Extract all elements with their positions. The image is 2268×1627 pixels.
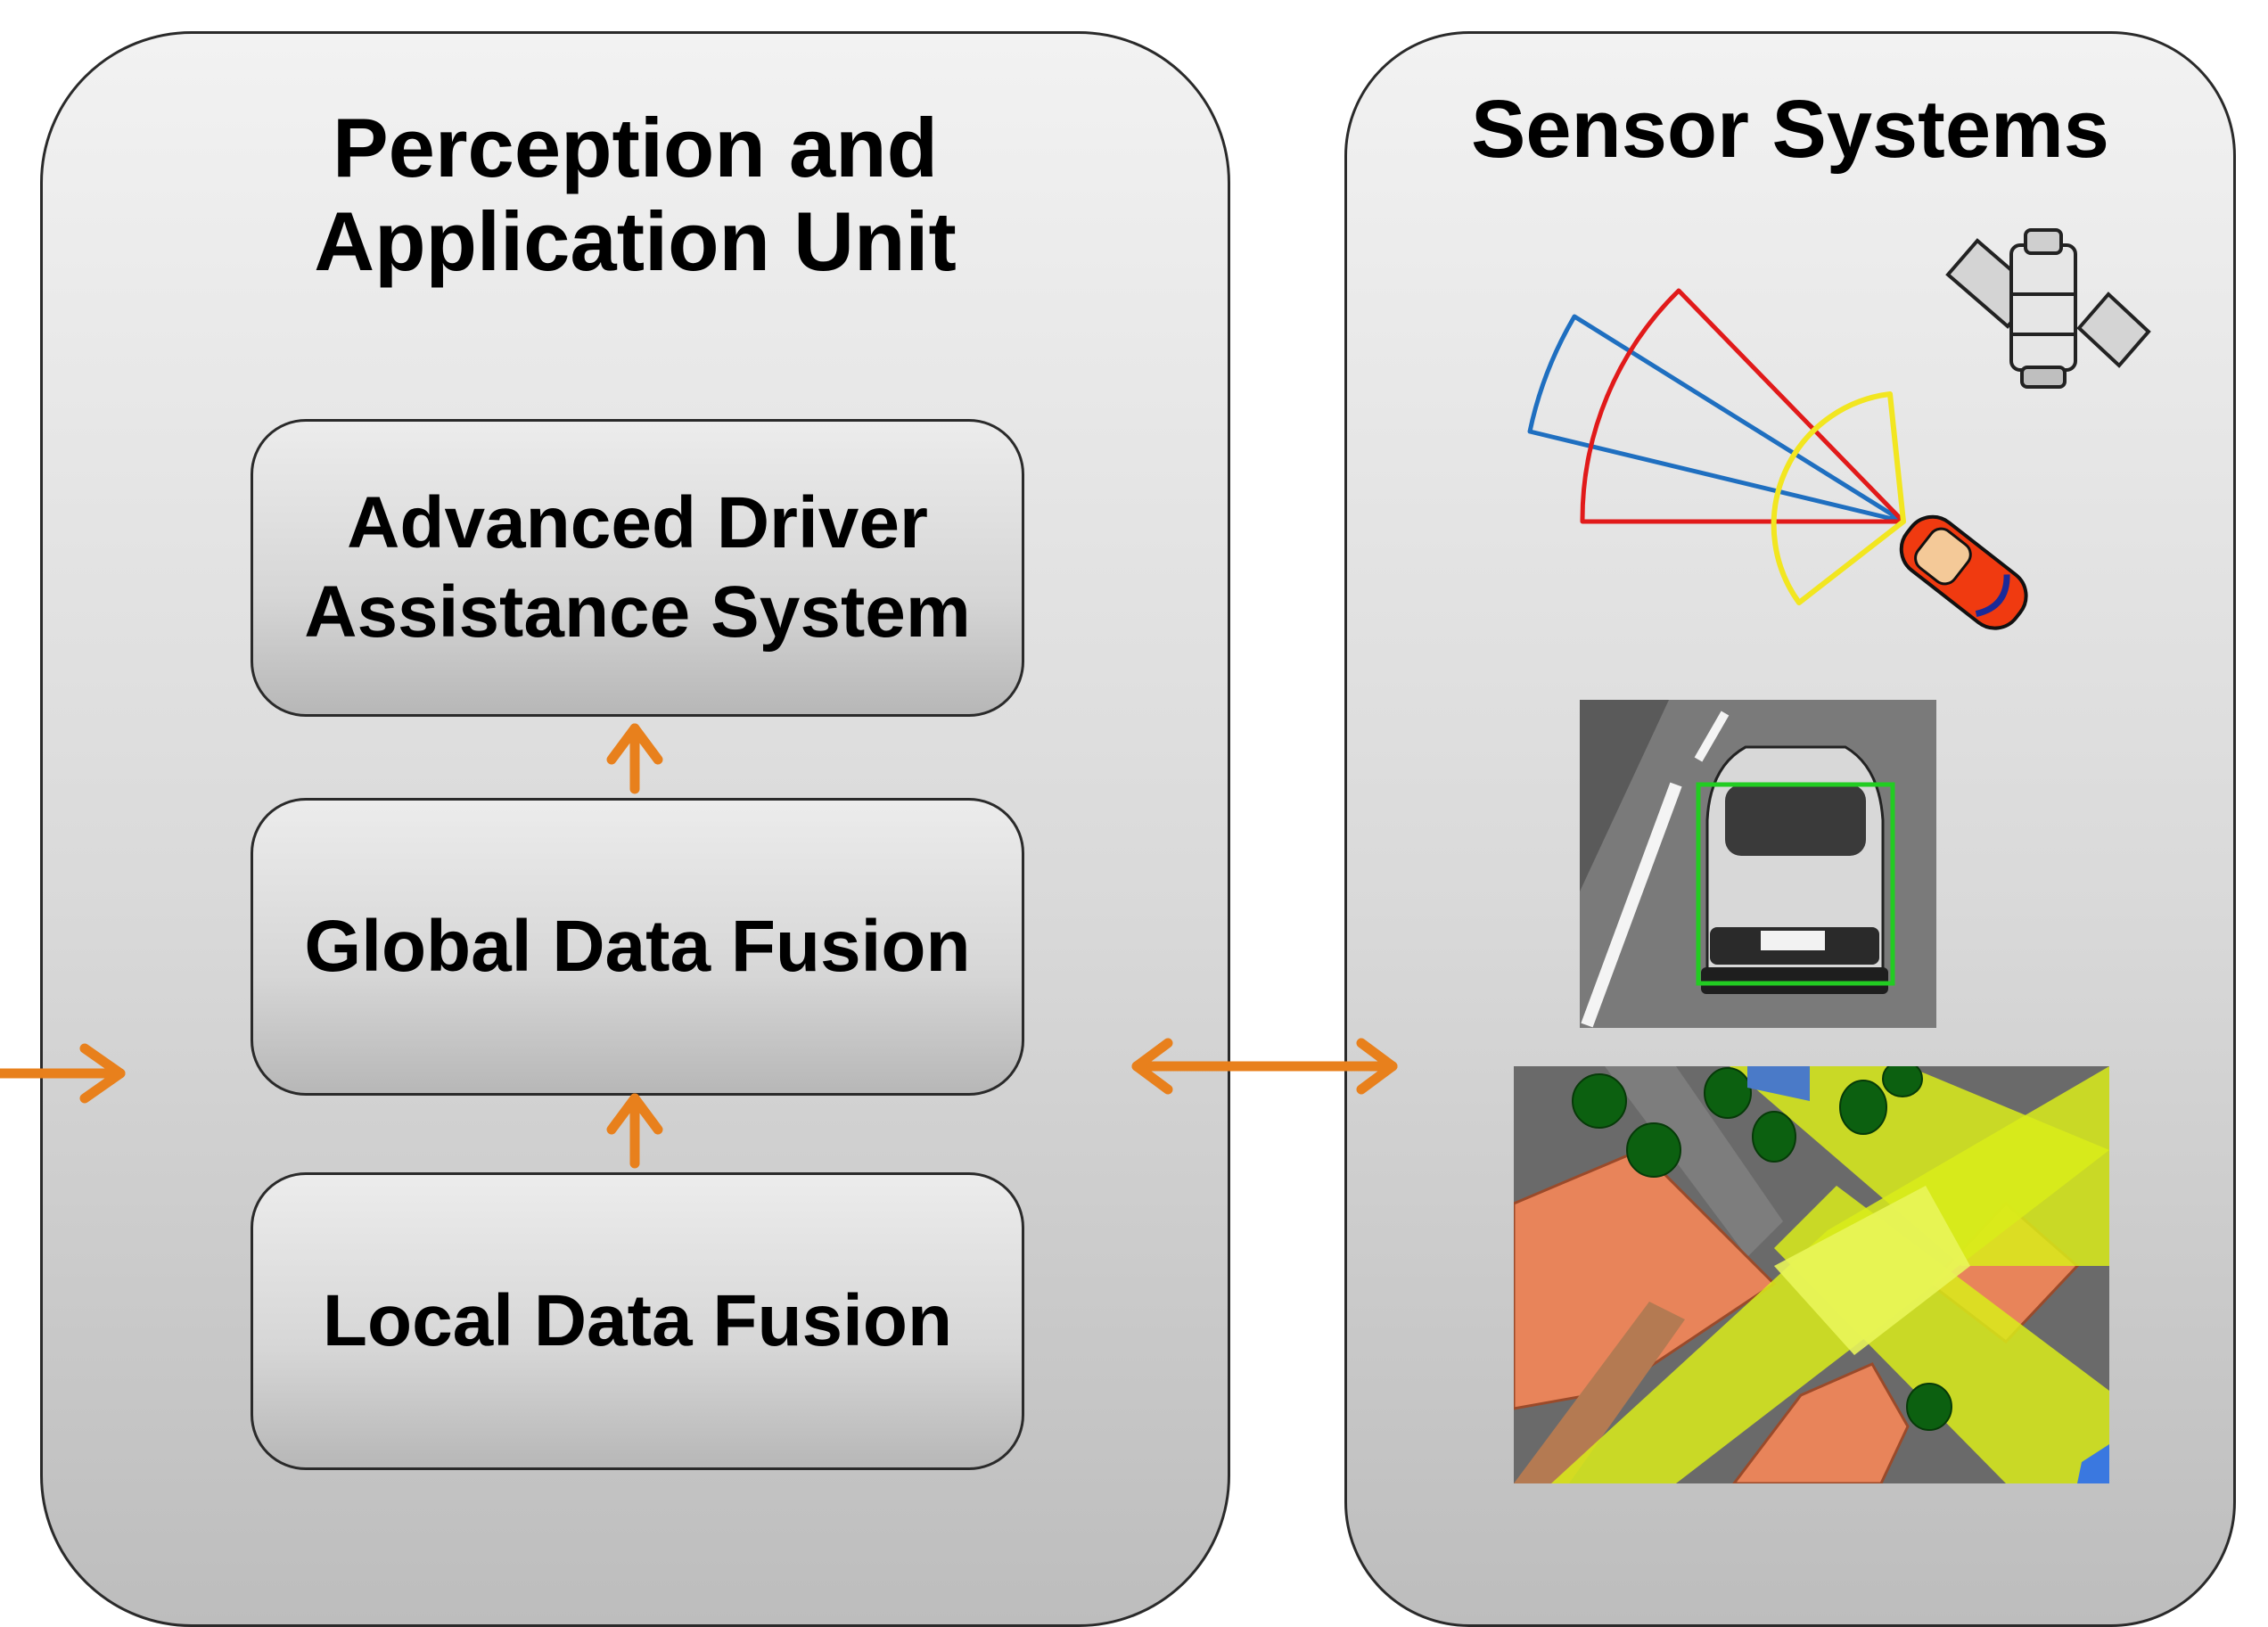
perception-application-unit-panel: Perception and Application Unit Advanced… — [40, 31, 1230, 1627]
global-data-fusion-label: Global Data Fusion — [304, 905, 971, 987]
arrow-global-to-adas — [606, 723, 663, 794]
bidirectional-arrow — [1131, 1038, 1398, 1095]
local-data-fusion-label: Local Data Fusion — [322, 1279, 953, 1361]
title-line-1: Perception and — [332, 101, 939, 194]
perception-unit-title: Perception and Application Unit — [43, 101, 1228, 289]
diagram-graphics — [0, 228, 2151, 1483]
adas-label-line-1: Advanced Driver — [347, 481, 928, 563]
input-arrow — [0, 1043, 126, 1104]
adas-box: Advanced Driver Assistance System — [251, 419, 1024, 717]
arrow-local-to-global — [606, 1093, 663, 1169]
title-line-2: Application Unit — [314, 194, 957, 289]
adas-label-line-2: Assistance System — [304, 571, 971, 653]
camera-detection-image — [1580, 700, 1936, 1028]
intersection-coverage-map — [1514, 1066, 2109, 1483]
local-data-fusion-box: Local Data Fusion — [251, 1172, 1024, 1470]
car-sensor-fov-icon — [1527, 288, 2028, 630]
satellite-icon — [1945, 228, 2151, 389]
sensor-systems-title: Sensor Systems — [1471, 84, 2109, 175]
